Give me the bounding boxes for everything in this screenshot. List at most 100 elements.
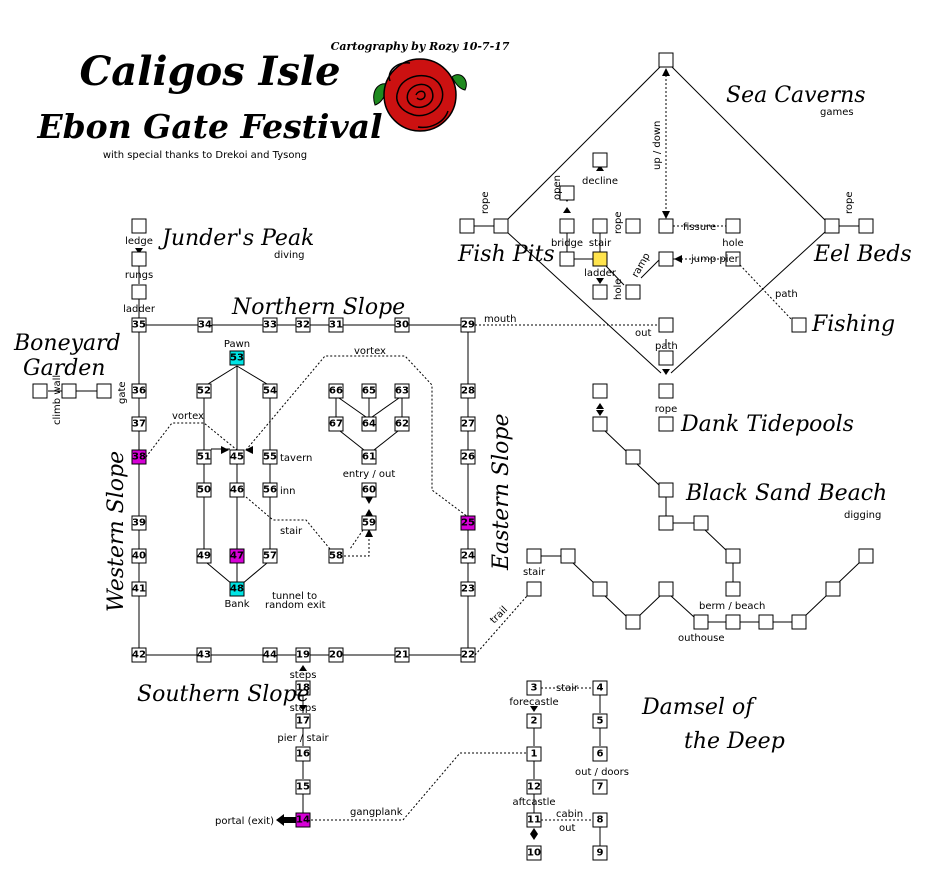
room-55[interactable]: 55	[262, 449, 278, 465]
room-beach-4[interactable]	[725, 548, 741, 564]
room-30[interactable]: 30	[394, 317, 410, 333]
room-beach-8[interactable]	[625, 614, 641, 630]
room-1[interactable]: 1	[526, 746, 542, 762]
room-12[interactable]: 12	[526, 779, 542, 795]
room-9[interactable]: 9	[592, 845, 608, 861]
room-27[interactable]: 27	[460, 416, 476, 432]
room-61[interactable]: 61	[361, 449, 377, 465]
room-junders-low[interactable]	[131, 284, 147, 300]
room-berm[interactable]	[725, 614, 741, 630]
room-46[interactable]: 46	[229, 482, 245, 498]
room-beach-7[interactable]	[592, 581, 608, 597]
room-4[interactable]: 4	[592, 680, 608, 696]
room-37[interactable]: 37	[131, 416, 147, 432]
room-boneyard-3[interactable]	[96, 383, 112, 399]
room-24[interactable]: 24	[460, 548, 476, 564]
room-35[interactable]: 35	[131, 317, 147, 333]
room-fishpits[interactable]	[493, 218, 509, 234]
room-boneyard-1[interactable]	[32, 383, 48, 399]
room-62[interactable]: 62	[394, 416, 410, 432]
room-33[interactable]: 33	[262, 317, 278, 333]
room-7[interactable]: 7	[592, 779, 608, 795]
room-2[interactable]: 2	[526, 713, 542, 729]
room-pier[interactable]	[725, 251, 741, 267]
room-open[interactable]	[559, 185, 575, 201]
room-42[interactable]: 42	[131, 647, 147, 663]
room-11[interactable]: 11	[526, 812, 542, 828]
room-junders-mid[interactable]	[131, 251, 147, 267]
room-36[interactable]: 36	[131, 383, 147, 399]
room-29[interactable]: 29	[460, 317, 476, 333]
room-19[interactable]: 19	[295, 647, 311, 663]
room-beach-10[interactable]	[693, 614, 709, 630]
room-bridge-low[interactable]	[559, 251, 575, 267]
room-45[interactable]: 45	[229, 449, 245, 465]
room-16[interactable]: 16	[295, 746, 311, 762]
room-decline[interactable]	[592, 152, 608, 168]
room-21[interactable]: 21	[394, 647, 410, 663]
room-8[interactable]: 8	[592, 812, 608, 828]
room-tide-3[interactable]	[625, 449, 641, 465]
room-tide-2[interactable]	[592, 416, 608, 432]
room-ramp-top[interactable]	[658, 251, 674, 267]
room-18[interactable]: 18	[295, 680, 311, 696]
room-beach-3[interactable]	[693, 515, 709, 531]
room-hole-east[interactable]	[725, 218, 741, 234]
room-57[interactable]: 57	[262, 548, 278, 564]
room-67[interactable]: 67	[328, 416, 344, 432]
room-64[interactable]: 64	[361, 416, 377, 432]
room-beach-1[interactable]	[658, 482, 674, 498]
room-22[interactable]: 22	[460, 647, 476, 663]
room-ladder[interactable]	[592, 251, 608, 267]
room-49[interactable]: 49	[196, 548, 212, 564]
room-3[interactable]: 3	[526, 680, 542, 696]
room-41[interactable]: 41	[131, 581, 147, 597]
room-stair-beach[interactable]	[526, 548, 542, 564]
room-5[interactable]: 5	[592, 713, 608, 729]
room-20[interactable]: 20	[328, 647, 344, 663]
room-50[interactable]: 50	[196, 482, 212, 498]
room-6[interactable]: 6	[592, 746, 608, 762]
room-tide-1[interactable]	[592, 383, 608, 399]
room-32[interactable]: 32	[295, 317, 311, 333]
room-beach-9[interactable]	[658, 581, 674, 597]
room-bridge[interactable]	[559, 218, 575, 234]
room-52[interactable]: 52	[196, 383, 212, 399]
room-tidepools[interactable]	[658, 416, 674, 432]
room-fishing[interactable]	[791, 317, 807, 333]
room-beach-6[interactable]	[560, 548, 576, 564]
room-eelbeds[interactable]	[824, 218, 840, 234]
room-fissure[interactable]	[658, 218, 674, 234]
room-26[interactable]: 26	[460, 449, 476, 465]
room-beach-2[interactable]	[658, 515, 674, 531]
room-cave-path[interactable]	[658, 350, 674, 366]
room-15[interactable]: 15	[295, 779, 311, 795]
room-10[interactable]: 10	[526, 845, 542, 861]
room-25[interactable]: 25	[460, 515, 476, 531]
room-hole[interactable]	[592, 284, 608, 300]
room-beach-5[interactable]	[725, 581, 741, 597]
room-47[interactable]: 47	[229, 548, 245, 564]
room-48[interactable]: 48	[229, 581, 245, 597]
room-53[interactable]: 53	[229, 350, 245, 366]
room-43[interactable]: 43	[196, 647, 212, 663]
room-31[interactable]: 31	[328, 317, 344, 333]
room-65[interactable]: 65	[361, 383, 377, 399]
room-58[interactable]: 58	[328, 548, 344, 564]
room-boneyard-2[interactable]	[61, 383, 77, 399]
room-51[interactable]: 51	[196, 449, 212, 465]
room-beach-12[interactable]	[791, 614, 807, 630]
room-beach-13[interactable]	[825, 581, 841, 597]
room-14[interactable]: 14	[295, 812, 311, 828]
room-rope-mid[interactable]	[625, 218, 641, 234]
room-beach-11[interactable]	[758, 614, 774, 630]
room-66[interactable]: 66	[328, 383, 344, 399]
room-39[interactable]: 39	[131, 515, 147, 531]
room-eelbeds-east[interactable]	[858, 218, 874, 234]
room-junders-top[interactable]	[131, 218, 147, 234]
room-38[interactable]: 38	[131, 449, 147, 465]
room-fishpits-west[interactable]	[459, 218, 475, 234]
room-caverns-top[interactable]	[658, 52, 674, 68]
room-59[interactable]: 59	[361, 515, 377, 531]
room-40[interactable]: 40	[131, 548, 147, 564]
